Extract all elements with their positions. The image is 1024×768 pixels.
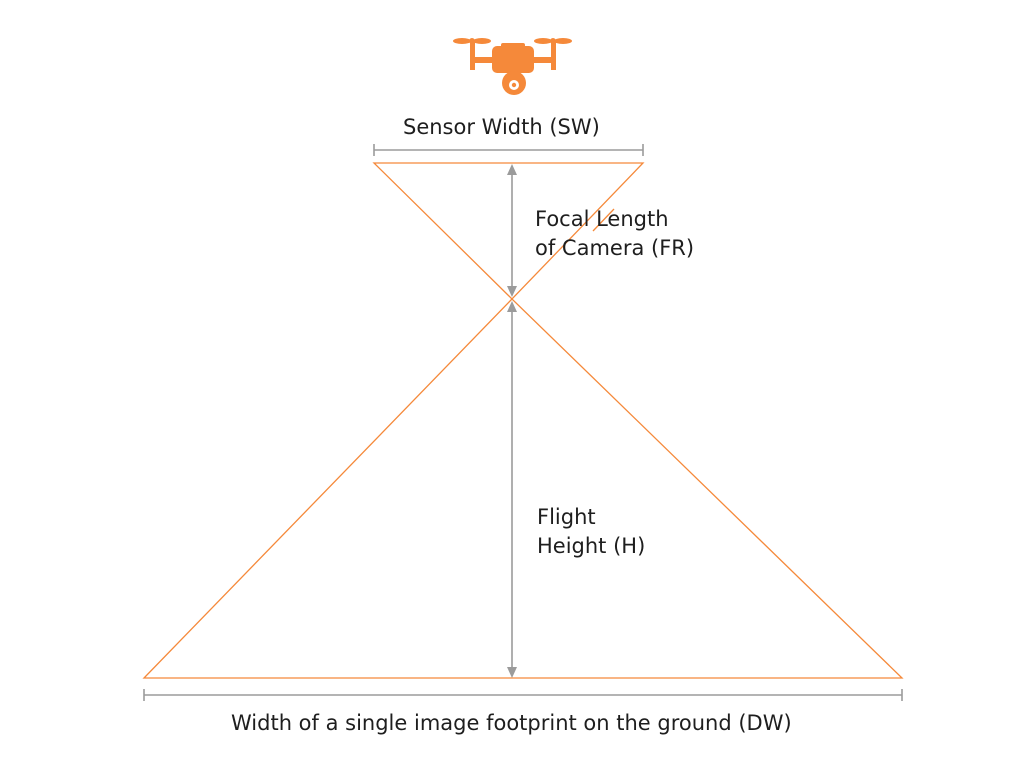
focal-length-label: Focal Length of Camera (FR) — [535, 205, 694, 263]
drone-camera-icon — [453, 38, 572, 95]
camera-geometry — [142, 162, 904, 679]
ground-width-label: Width of a single image footprint on the… — [231, 711, 792, 735]
flight-height-arrow — [507, 301, 517, 678]
sensor-width-dimension — [373, 144, 644, 156]
sensor-width-label: Sensor Width (SW) — [403, 115, 600, 139]
flight-height-label-line2: Height (H) — [537, 534, 646, 558]
focal-length-arrow — [507, 164, 517, 297]
focal-length-label-line1: Focal Length — [535, 207, 669, 231]
ground-width-dimension — [143, 689, 903, 701]
flight-height-label-line1: Flight — [537, 505, 596, 529]
sensor-triangle — [372, 162, 645, 300]
ground-footprint-triangle — [142, 298, 904, 679]
focal-length-leader — [592, 208, 615, 232]
flight-height-label: Flight Height (H) — [537, 503, 645, 561]
focal-length-label-line2: of Camera (FR) — [535, 236, 695, 260]
